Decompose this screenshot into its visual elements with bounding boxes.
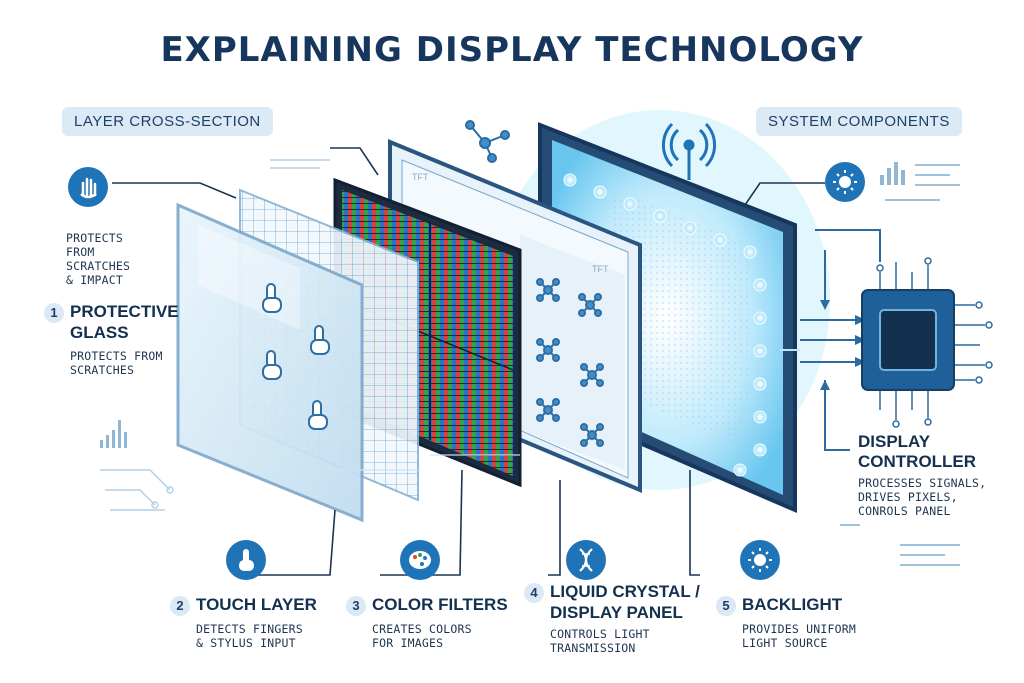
touch-hand-icon-2 — [310, 325, 330, 355]
controller-desc: CONROLS PANEL — [858, 504, 951, 518]
molecule-icon — [465, 120, 510, 163]
layer-title: TOUCH LAYER — [196, 595, 317, 614]
layer-label-liquid-crystal: 4 LIQUID CRYSTAL / DISPLAY PANEL CONTROLS… — [524, 582, 700, 655]
touch-hand-icon-1 — [262, 283, 282, 313]
layer-desc: CREATES COLORS — [372, 622, 472, 636]
touch-icon — [226, 540, 266, 580]
hand-icon — [68, 167, 108, 207]
layer-number: 5 — [716, 596, 736, 616]
layer-title: PROTECTIVE — [70, 302, 179, 321]
layer-desc: PROVIDES UNIFORM — [742, 622, 856, 636]
layer-desc: PROTECTS FROM — [70, 349, 163, 363]
layer-title: LIQUID CRYSTAL / — [550, 582, 700, 601]
protective-top-desc-line: SCRATCHES — [66, 259, 131, 273]
dna-icon — [566, 540, 606, 580]
controller-desc: PROCESSES SIGNALS, — [858, 476, 987, 490]
controller-label: DISPLAY CONTROLLER PROCESSES SIGNALS, DR… — [858, 432, 986, 518]
controller-desc: DRIVES PIXELS, — [858, 490, 958, 504]
layer-desc: SCRATCHES — [70, 363, 135, 377]
tft-tag-1: TFT — [412, 172, 429, 182]
layer-title: COLOR FILTERS — [372, 595, 508, 614]
controller-title-line2: CONTROLLER — [858, 452, 977, 471]
sun-icon — [740, 540, 780, 580]
section-label-layers: LAYER CROSS-SECTION — [62, 107, 273, 136]
layer-title: BACKLIGHT — [742, 595, 843, 614]
layer-number: 4 — [524, 583, 544, 603]
layer-number: 1 — [44, 303, 64, 323]
protective-top-desc-line: FROM — [66, 245, 95, 259]
layer-title-line2: GLASS — [70, 323, 129, 342]
layer-label-backlight: 5 BACKLIGHT PROVIDES UNIFORM LIGHT SOURCE — [716, 595, 856, 650]
page-title: EXPLAINING DISPLAY TECHNOLOGY — [160, 30, 864, 70]
controller-title: DISPLAY — [858, 432, 931, 451]
layer-label-touch: 2 TOUCH LAYER DETECTS FINGERS & STYLUS IN… — [170, 595, 317, 650]
wifi-icon — [661, 122, 717, 180]
layer-title-line2: DISPLAY PANEL — [550, 603, 683, 622]
layer-desc: DETECTS FINGERS — [196, 622, 303, 636]
protective-top-desc: PROTECTS FROM SCRATCHES & IMPACT — [66, 231, 130, 287]
section-label-components: SYSTEM COMPONENTS — [756, 107, 962, 136]
layer-desc: TRANSMISSION — [550, 641, 636, 655]
tft-tag-2: TFT — [592, 264, 609, 274]
palette-icon — [400, 540, 440, 580]
touch-hand-icon-3 — [262, 350, 282, 380]
layer-desc: CONTROLS LIGHT — [550, 627, 650, 641]
layer-label-color-filters: 3 COLOR FILTERS CREATES COLORS FOR IMAGES — [346, 595, 508, 650]
layer-label-protective-glass: 1 PROTECTIVE GLASS PROTECTS FROM SCRATCHE… — [44, 302, 179, 377]
layer-number: 2 — [170, 596, 190, 616]
layer-desc: LIGHT SOURCE — [742, 636, 828, 650]
layer-desc: & STYLUS INPUT — [196, 636, 296, 650]
decor-bars-left — [100, 420, 127, 448]
decor-bars-right — [880, 162, 905, 185]
protective-top-desc-line: PROTECTS — [66, 231, 123, 245]
layer-desc: FOR IMAGES — [372, 636, 444, 650]
touch-hand-icon-4 — [308, 400, 328, 430]
layer-number: 3 — [346, 596, 366, 616]
protective-top-desc-line: & IMPACT — [66, 273, 123, 287]
sun-icon-controller — [825, 162, 865, 202]
chip-icon — [861, 257, 993, 428]
protective-glass-layer — [176, 202, 364, 523]
